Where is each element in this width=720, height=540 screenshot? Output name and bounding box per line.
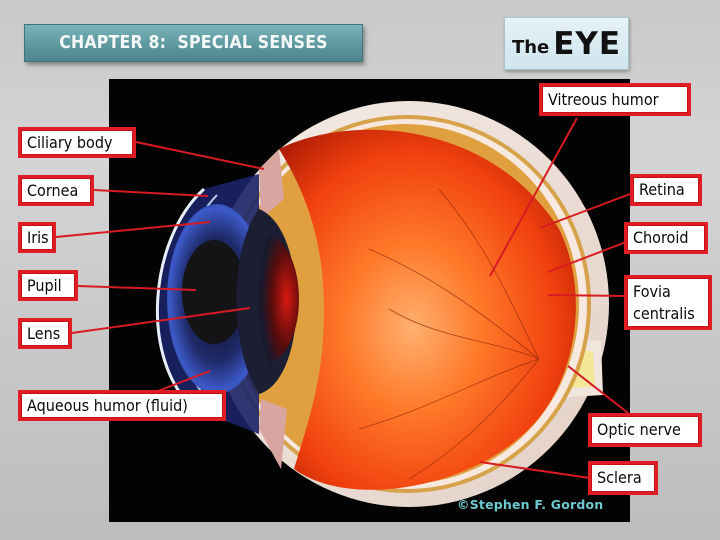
label-vitreous-humor: Vitreous humor: [539, 83, 691, 116]
label-ciliary-body: Ciliary body: [18, 127, 136, 158]
label-sclera: Sclera: [588, 461, 658, 495]
label-text: Lens: [27, 323, 61, 343]
label-text-line2: centralis: [633, 303, 695, 323]
label-text: Ciliary body: [27, 132, 113, 152]
slide-title-main: EYE: [553, 25, 622, 62]
label-text: Aqueous humor (fluid): [27, 395, 188, 415]
label-text: Vitreous humor: [548, 89, 659, 109]
chapter-title: CHAPTER 8: SPECIAL SENSES: [59, 33, 328, 53]
label-text: Optic nerve: [597, 420, 681, 439]
slide-title-prefix: The: [511, 36, 550, 58]
label-optic-nerve: Optic nerve: [588, 413, 702, 447]
label-choroid: Choroid: [624, 222, 708, 254]
label-pupil: Pupil: [18, 270, 78, 301]
label-text: Retina: [639, 180, 685, 199]
label-text: Iris: [27, 227, 49, 247]
label-text-line1: Fovia: [633, 281, 671, 301]
eye-cross-section-art: [155, 101, 609, 507]
label-aqueous-humor: Aqueous humor (fluid): [18, 390, 226, 421]
image-credit: ©Stephen F. Gordon: [457, 497, 604, 512]
eye-illustration: ©Stephen F. Gordon: [109, 79, 630, 522]
label-cornea: Cornea: [18, 175, 94, 206]
chapter-banner: CHAPTER 8: SPECIAL SENSES: [24, 24, 363, 62]
slide-title: The EYE: [504, 17, 629, 70]
label-text: Pupil: [27, 275, 62, 295]
label-text: Sclera: [597, 468, 642, 487]
label-text: Choroid: [633, 228, 689, 247]
label-lens: Lens: [18, 318, 72, 349]
label-retina: Retina: [630, 174, 702, 206]
label-iris: Iris: [18, 222, 56, 253]
label-fovea-centralis: Fovia centralis: [624, 275, 712, 330]
label-text: Cornea: [27, 180, 79, 200]
